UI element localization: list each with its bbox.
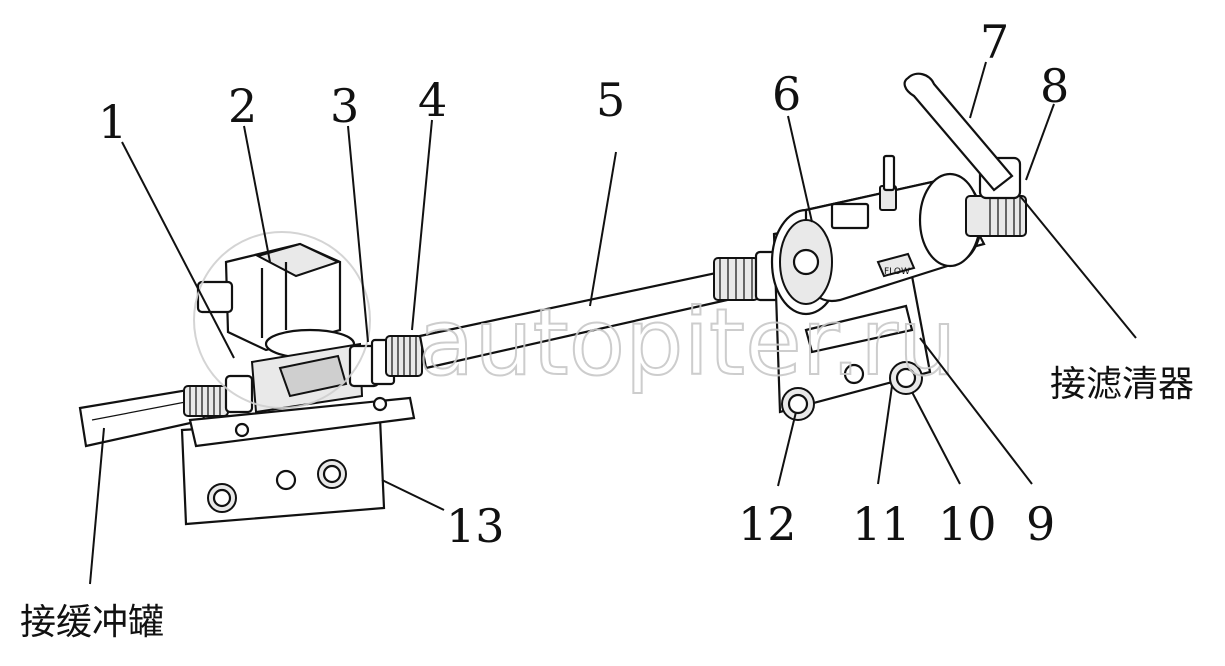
callout-1: 1 [98,95,127,149]
watermark-text: autopiter.ru [418,289,956,396]
callout-9: 9 [1026,497,1055,551]
callout-11: 11 [852,497,911,551]
callout-7: 7 [980,15,1009,69]
watermark: autopiter.ru [193,231,957,409]
filter-body-6: FLOW [770,154,986,316]
callout-3: 3 [330,79,359,133]
label-to-buffer-tank: 接缓冲罐 [20,602,164,643]
callout-10: 10 [938,497,997,551]
callout-2: 2 [228,79,257,133]
label-to-filter: 接滤清器 [1050,364,1194,405]
callout-12: 12 [738,497,797,551]
callout-13: 13 [446,499,505,553]
callout-6: 6 [772,67,801,121]
callout-4: 4 [418,73,447,127]
hose-7 [903,72,1014,192]
callout-8: 8 [1040,59,1069,113]
callout-numbers: 1 2 3 4 5 6 7 8 9 10 11 12 13 [98,15,1069,553]
fitting-3 [370,335,423,386]
left-bracket-13 [180,396,416,526]
left-fitting-threaded [183,374,254,417]
callout-5: 5 [596,73,625,127]
flow-mark: FLOW [884,267,910,277]
leader-lines [89,61,1137,585]
